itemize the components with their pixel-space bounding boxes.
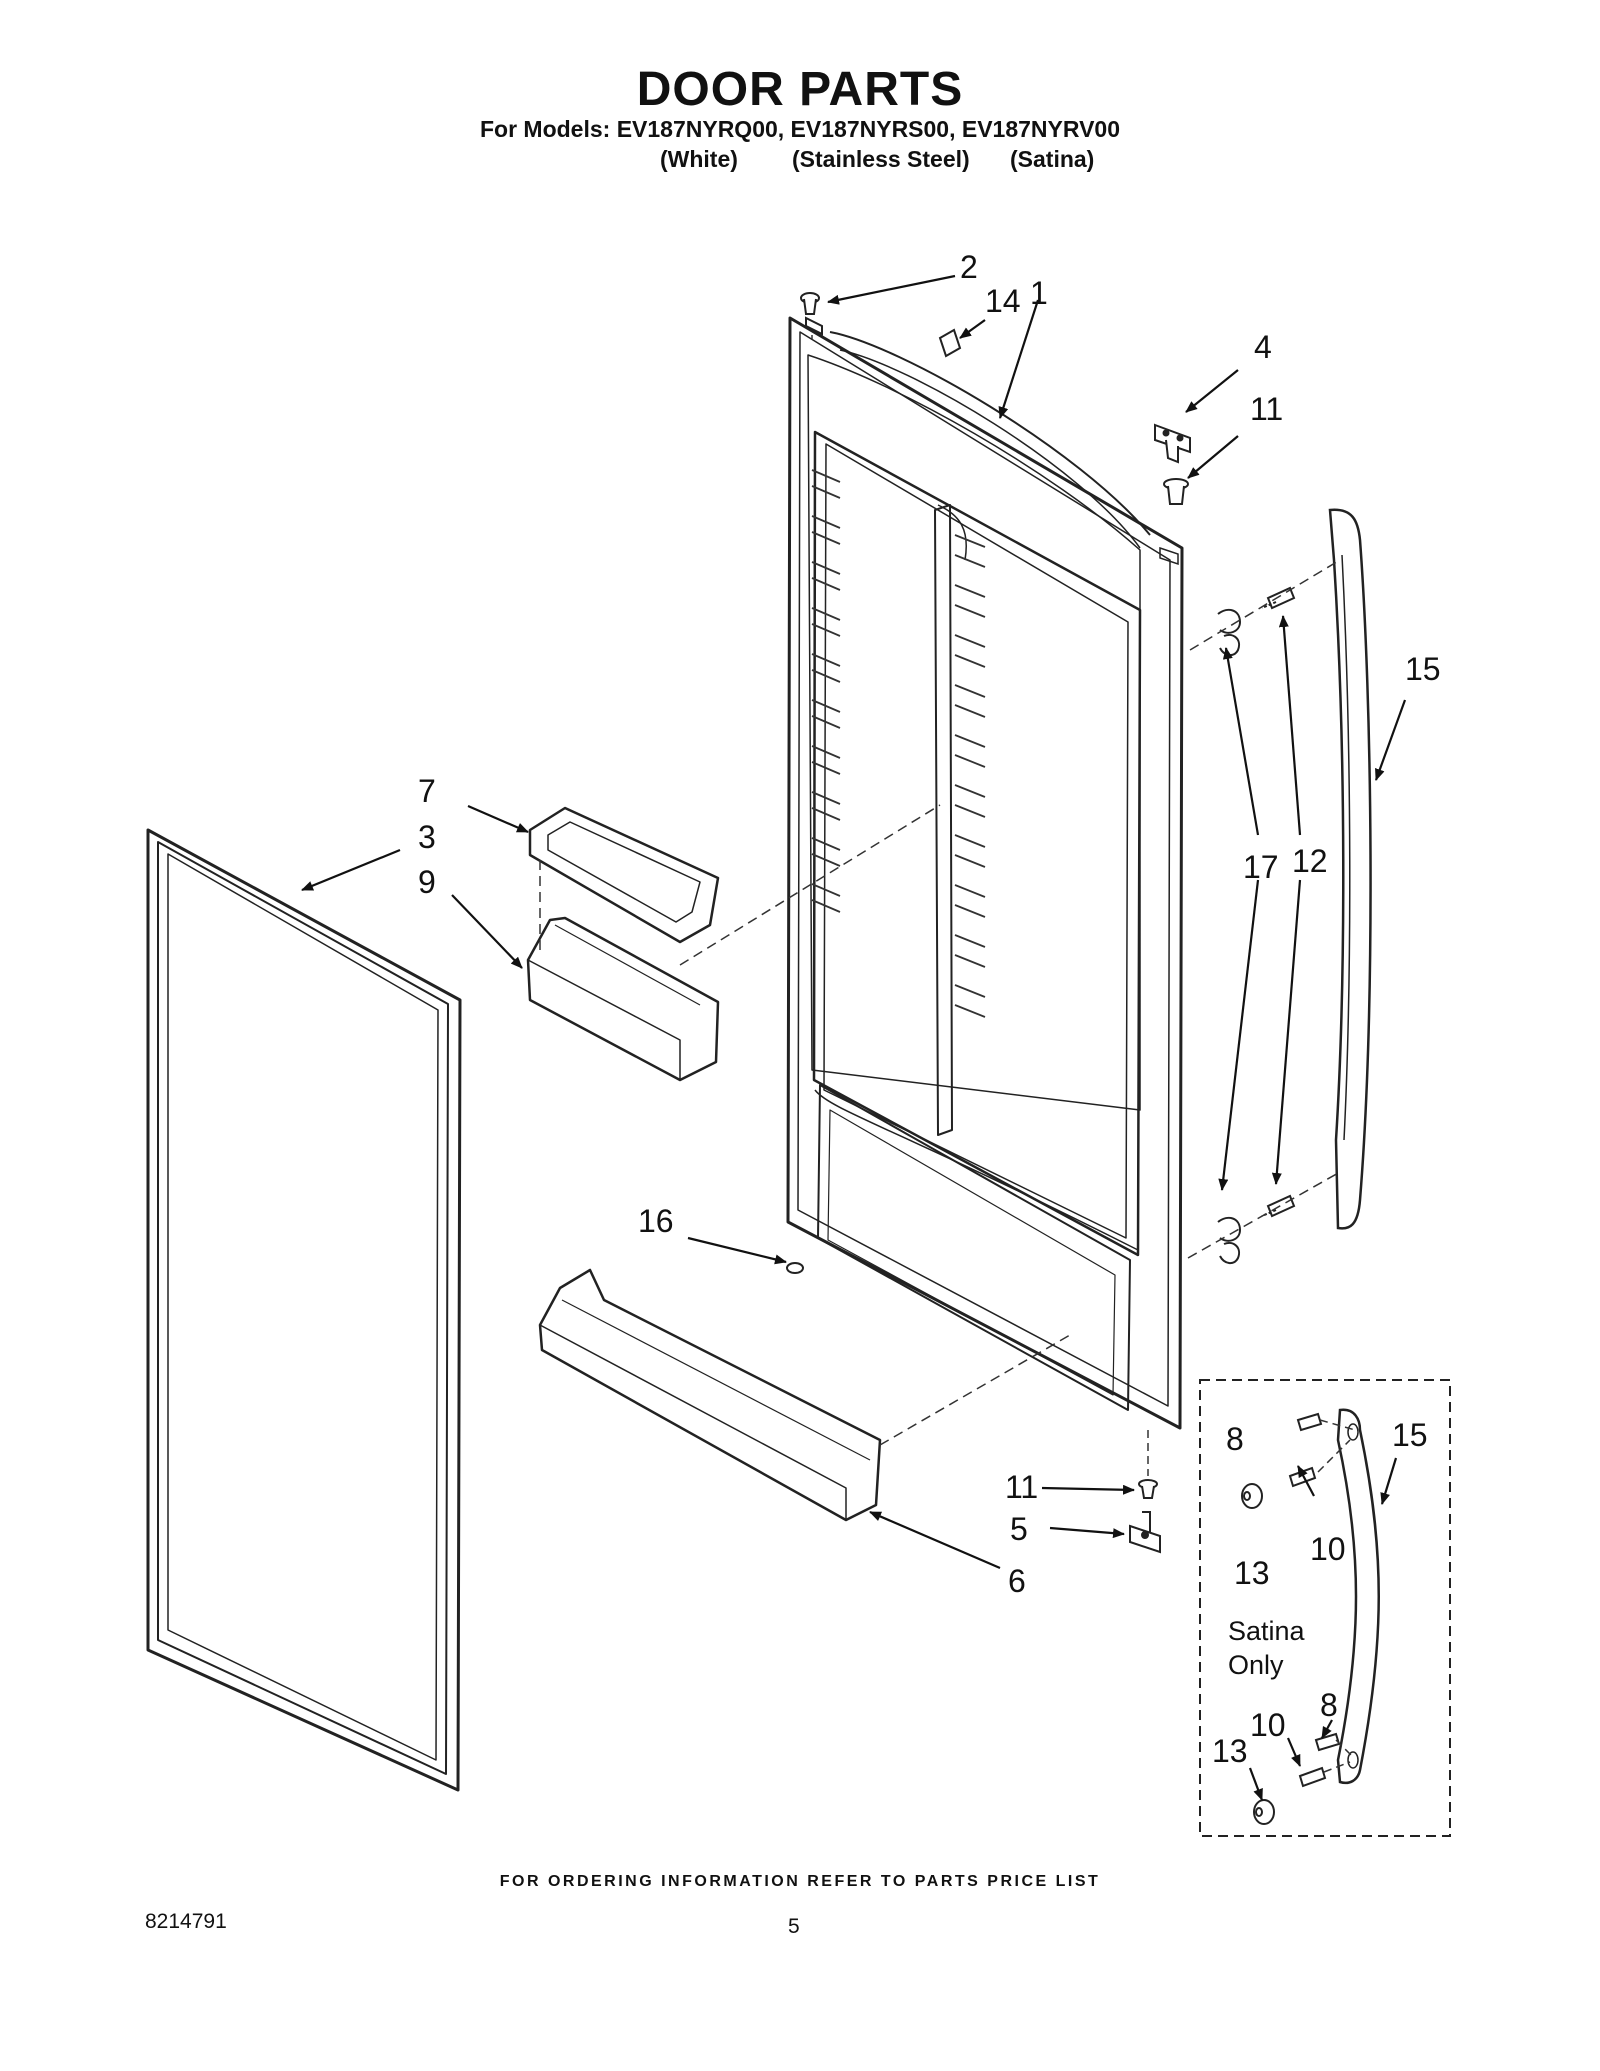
callout-4: 4 bbox=[1254, 329, 1272, 365]
callout-10-lower: 10 bbox=[1250, 1707, 1286, 1743]
hinge-pin-top bbox=[800, 292, 823, 336]
satina-handle bbox=[1336, 1408, 1380, 1785]
callout-1: 1 bbox=[1030, 275, 1048, 311]
callout-12: 12 bbox=[1292, 843, 1328, 879]
lower-door-shelf bbox=[538, 1268, 882, 1522]
hinge-bushing-bottom bbox=[1138, 1479, 1158, 1499]
handle-clip-lower bbox=[1217, 1216, 1242, 1264]
models-line: For Models: EV187NYRQ00, EV187NYRS00, EV… bbox=[479, 116, 1121, 142]
satina-only-line1: Satina bbox=[1228, 1616, 1306, 1646]
handle-screw-lower bbox=[1261, 1194, 1296, 1218]
callout-11-top: 11 bbox=[1250, 391, 1283, 427]
satina-inset-box bbox=[1199, 1379, 1451, 1837]
door-handle bbox=[1328, 508, 1372, 1230]
callout-7: 7 bbox=[418, 773, 436, 809]
door-gasket bbox=[146, 828, 462, 1792]
callout-17: 17 bbox=[1243, 849, 1279, 885]
callout-13-upper: 13 bbox=[1234, 1555, 1270, 1591]
door-assembly bbox=[786, 316, 1184, 1430]
door-shelf-ribs-left bbox=[811, 469, 841, 913]
top-hinge bbox=[1154, 423, 1191, 464]
bin-cover bbox=[528, 806, 720, 944]
door-hinge-top-plate bbox=[1159, 546, 1179, 566]
handle-leader-lines bbox=[1187, 559, 1341, 1259]
callout-3: 3 bbox=[418, 819, 436, 855]
satina-only-line2: Only bbox=[1228, 1650, 1284, 1680]
handle-screw-upper bbox=[1261, 586, 1296, 610]
door-shelf-ribs-right bbox=[954, 534, 986, 1018]
page-title: DOOR PARTS bbox=[636, 63, 964, 116]
door-bin bbox=[526, 916, 720, 1082]
page-number: 5 bbox=[788, 1915, 800, 1938]
callout-10-upper: 10 bbox=[1310, 1531, 1346, 1567]
satina-screw-lower-8 bbox=[1314, 1732, 1341, 1752]
shelf-leader-line bbox=[879, 1334, 1071, 1446]
bin-leader-lines bbox=[539, 804, 941, 966]
satina-screw-upper-8 bbox=[1296, 1412, 1323, 1432]
callout-2: 2 bbox=[960, 249, 978, 285]
satina-leader-lines bbox=[1317, 1419, 1356, 1773]
callout-9: 9 bbox=[418, 864, 436, 900]
callout-15-main: 15 bbox=[1405, 651, 1441, 687]
callout-16: 16 bbox=[638, 1203, 674, 1239]
callout-arrows bbox=[301, 274, 1407, 1801]
callout-11-bottom: 11 bbox=[1005, 1469, 1038, 1505]
satina-screw-lower-10 bbox=[1298, 1766, 1327, 1788]
document-number: 8214791 bbox=[145, 1910, 227, 1933]
callout-13-lower: 13 bbox=[1212, 1733, 1248, 1769]
callout-8-upper: 8 bbox=[1226, 1421, 1244, 1457]
callout-14: 14 bbox=[985, 283, 1021, 319]
hinge-bushing-top bbox=[1163, 478, 1189, 505]
satina-screw-upper-10 bbox=[1288, 1466, 1317, 1488]
callout-15-inset: 15 bbox=[1392, 1417, 1428, 1453]
callout-8-lower: 8 bbox=[1320, 1687, 1338, 1723]
hinge-shim bbox=[938, 328, 962, 358]
satina-spacer-upper-13 bbox=[1241, 1483, 1263, 1509]
handle-clip-upper bbox=[1217, 608, 1242, 656]
bottom-hinge bbox=[1129, 1511, 1161, 1554]
satina-spacer-lower-13 bbox=[1253, 1799, 1275, 1825]
callout-6: 6 bbox=[1008, 1563, 1026, 1599]
door-stop bbox=[786, 1262, 804, 1274]
callout-5: 5 bbox=[1010, 1511, 1028, 1547]
finish-white-label: (White) bbox=[660, 146, 738, 172]
ordering-info: FOR ORDERING INFORMATION REFER TO PARTS … bbox=[499, 1873, 1101, 1890]
hinge-leader-lines bbox=[811, 335, 1149, 1476]
finish-stainless-label: (Stainless Steel) bbox=[792, 146, 970, 172]
finish-satina-label: (Satina) bbox=[1010, 146, 1095, 172]
